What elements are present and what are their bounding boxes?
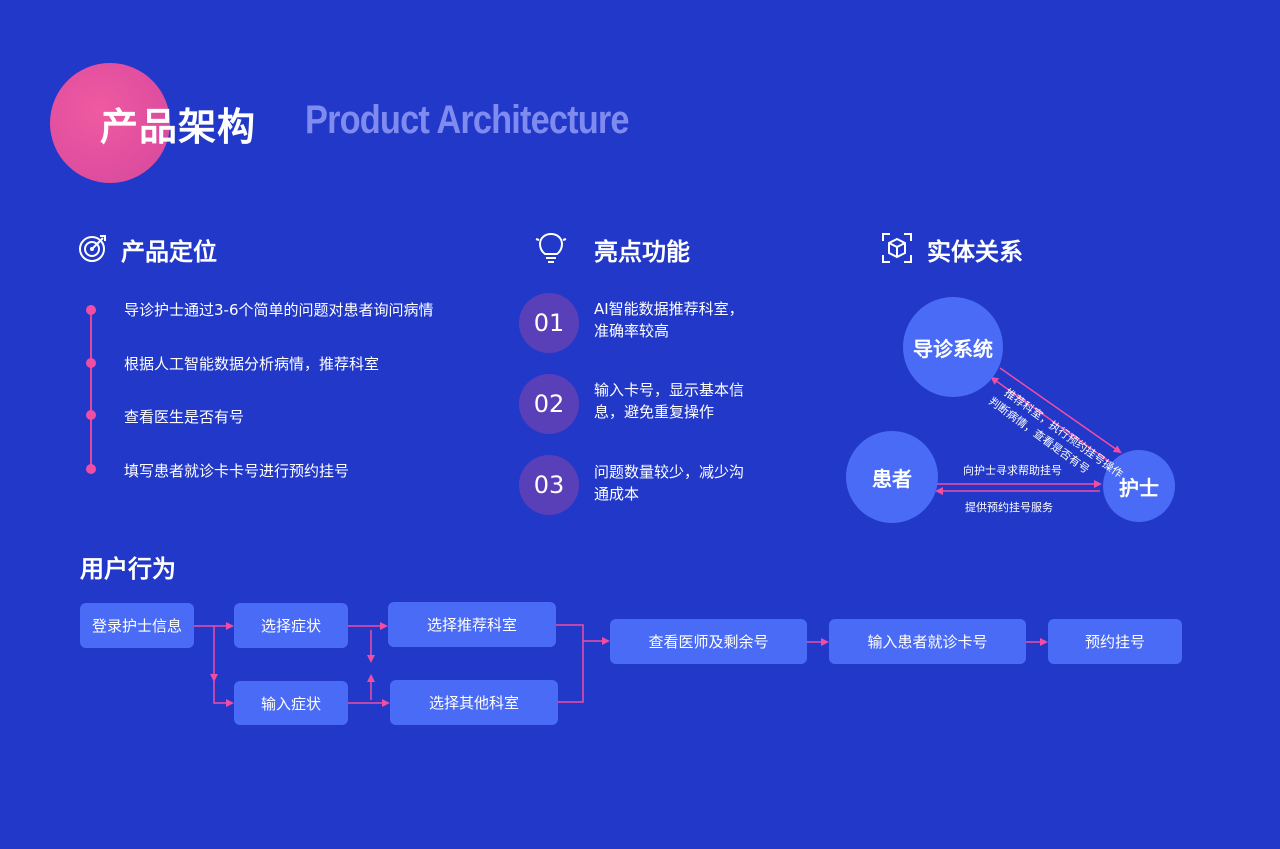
positioning-dot [86, 358, 96, 368]
flow-step-input-symptom: 输入症状 [234, 681, 348, 725]
section-title-entities: 实体关系 [927, 238, 1023, 266]
flow-step-select-symptom: 选择症状 [234, 603, 348, 648]
section-title-flow: 用户行为 [80, 555, 176, 583]
positioning-timeline [90, 310, 92, 470]
target-icon [79, 235, 106, 262]
highlight-number: 02 [519, 374, 579, 434]
relation-label: 向护士寻求帮助挂号 [963, 464, 1062, 477]
entity-patient: 患者 [846, 431, 938, 523]
flow-step-login: 登录护士信息 [80, 603, 194, 648]
flow-connector [556, 624, 610, 645]
title-decoration-circle [50, 63, 170, 183]
flow-step-view-doctor: 查看医师及剩余号 [610, 619, 807, 664]
highlight-number: 01 [519, 293, 579, 353]
positioning-dot [86, 305, 96, 315]
page-subtitle-en: Product Architecture [305, 98, 630, 142]
flow-step-book: 预约挂号 [1048, 619, 1182, 664]
highlight-number: 03 [519, 455, 579, 515]
highlight-text: 问题数量较少，减少沟通成本 [594, 463, 745, 503]
positioning-dot [86, 464, 96, 474]
entity-nurse: 护士 [1103, 450, 1175, 522]
flow-connector [213, 680, 234, 707]
section-title-positioning: 产品定位 [121, 238, 217, 266]
positioning-item: 填写患者就诊卡卡号进行预约挂号 [124, 462, 350, 480]
flow-step-select-recommended: 选择推荐科室 [388, 602, 556, 647]
lightbulb-icon [535, 232, 567, 263]
entity-system: 导诊系统 [903, 297, 1003, 397]
positioning-item: 查看医生是否有号 [124, 408, 245, 426]
positioning-dot [86, 410, 96, 420]
flow-step-input-card: 输入患者就诊卡号 [829, 619, 1026, 664]
positioning-item: 根据人工智能数据分析病情，推荐科室 [124, 355, 380, 373]
cube-scan-icon [882, 233, 912, 263]
flow-step-select-other: 选择其他科室 [390, 680, 558, 725]
relation-arrow [990, 376, 1111, 463]
page-title: 产品架构 [100, 105, 257, 149]
positioning-item: 导诊护士通过3-6个简单的问题对患者询问病情 [124, 301, 434, 319]
highlight-text: AI智能数据推荐科室，准确率较高 [594, 300, 744, 340]
relation-arrow [999, 367, 1122, 454]
section-title-highlights: 亮点功能 [594, 238, 690, 266]
flow-connector [558, 641, 584, 703]
highlight-text: 输入卡号，显示基本信息，避免重复操作 [594, 381, 745, 421]
relation-label: 提供预约挂号服务 [965, 501, 1053, 514]
